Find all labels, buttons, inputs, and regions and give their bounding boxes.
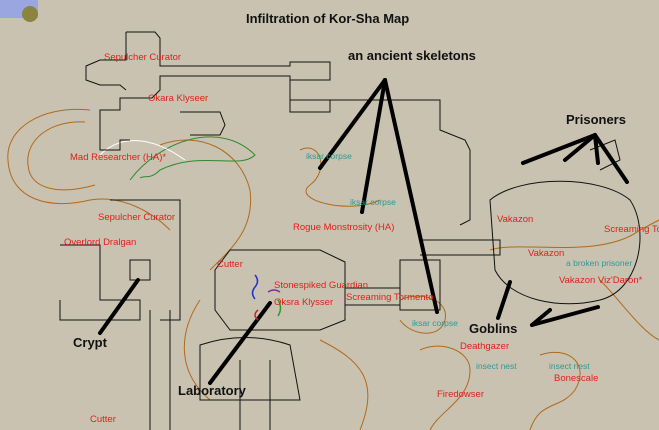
dungeon-walls (59, 31, 641, 430)
item-label[interactable]: insect nest (549, 361, 590, 371)
contour-green (129, 136, 256, 181)
annotation-goblins: Goblins (469, 321, 518, 336)
npc-label[interactable]: Vakazon (528, 248, 565, 259)
contour-white (99, 140, 186, 161)
item-label[interactable]: iksar corpse (350, 197, 396, 207)
npc-label[interactable]: Overlord Dralgan (64, 237, 137, 248)
annotation-laboratory: Laboratory (178, 383, 246, 398)
npc-label[interactable]: Firedowser (437, 389, 484, 400)
npc-label[interactable]: Sepulcher Curator (98, 212, 176, 223)
npc-label[interactable]: Oksra Klysser (274, 297, 334, 308)
npc-label[interactable]: Screaming To (604, 224, 659, 235)
npc-label[interactable]: Vakazon Viz'Daron* (559, 275, 643, 286)
npc-label[interactable]: Bonescale (554, 373, 599, 384)
npc-label[interactable]: Cutter (90, 414, 116, 425)
annotation-skeletons: an ancient skeletons (348, 48, 476, 63)
annotation-crypt: Crypt (73, 335, 107, 350)
npc-label[interactable]: Deathgazer (460, 341, 510, 352)
npc-label[interactable]: Cutter (217, 259, 243, 270)
map-scroll-icon (0, 0, 38, 22)
item-label[interactable]: insect nest (476, 361, 517, 371)
annotation-pointer-lines (98, 78, 629, 385)
npc-label[interactable]: Okara Klyseer (148, 93, 209, 104)
item-label[interactable]: iksar corpse (306, 151, 352, 161)
item-label[interactable]: iksar corpse (412, 318, 458, 328)
npc-label[interactable]: Screaming Tormento (346, 292, 434, 303)
contour-lines (7, 108, 659, 430)
spawn-markers (251, 274, 282, 321)
map-title: Infiltration of Kor-Sha Map (246, 11, 410, 26)
npc-label[interactable]: Rogue Monstrosity (HA) (293, 222, 395, 233)
npc-label[interactable]: Vakazon (497, 214, 534, 225)
npc-label[interactable]: Stonespiked Guardian (274, 280, 369, 291)
annotation-prisoners: Prisoners (566, 112, 626, 127)
npc-label[interactable]: Sepulcher Curator (104, 52, 182, 63)
item-label[interactable]: a broken prisoner (566, 258, 633, 268)
npc-label[interactable]: Mad Researcher (HA)* (70, 152, 167, 163)
